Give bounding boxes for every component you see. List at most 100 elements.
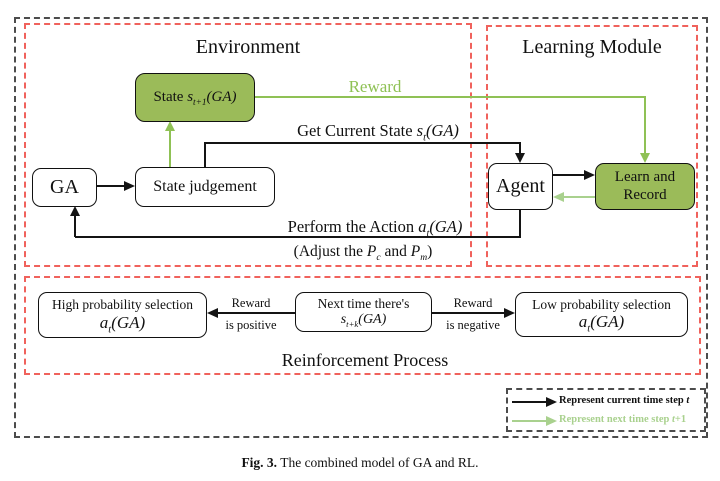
perform-post: (GA): [429, 217, 463, 236]
figure-caption: Fig. 3. The combined model of GA and RL.: [0, 455, 720, 471]
low-prob-post: (GA): [590, 312, 625, 332]
state-next-sub: t+1: [193, 97, 207, 108]
state-next-pre: State: [153, 88, 188, 105]
high-prob-sub: t: [108, 324, 112, 336]
node-low-probability: Low probability selection at(GA): [515, 292, 688, 337]
node-agent: Agent: [488, 163, 553, 210]
edge-get-state-stub: [204, 143, 206, 167]
perform-var: a: [418, 217, 427, 236]
get-state-var: s: [416, 121, 424, 140]
environment-region: [24, 23, 472, 267]
legend-next-arrow: [512, 420, 547, 422]
adjust-sub1: c: [376, 252, 381, 264]
low-probability-title: Low probability selection: [532, 296, 671, 312]
learn-record-line2: Record: [623, 186, 667, 203]
state-next-var: s: [187, 88, 194, 105]
edge-next-to-high: [218, 312, 295, 314]
perform-text: Perform the Action: [287, 217, 419, 236]
adjust-var2: P: [410, 243, 421, 260]
reinforcement-region: [24, 276, 701, 375]
edge-perform-horizontal: [75, 236, 521, 238]
ga-to-judgement-arrowhead-icon: [124, 181, 135, 191]
node-state-next: State st+1(GA): [135, 73, 255, 122]
figure-caption-label: Fig. 3.: [241, 455, 278, 470]
edge-next-to-low: [432, 312, 504, 314]
reward-arrowhead-icon: [640, 153, 650, 163]
legend-current-label: Represent current time step t: [559, 395, 689, 406]
low-prob-var: a: [578, 312, 588, 332]
legend-current-arrowhead-icon: [546, 397, 557, 407]
legend-next-arrowhead-icon: [546, 416, 557, 426]
perform-sub: t: [426, 228, 430, 240]
get-state-sub: t: [423, 132, 426, 144]
edge-get-state-horizontal: [204, 142, 521, 144]
legend-box: [506, 388, 706, 432]
state-next-label: State st+1(GA): [153, 88, 237, 108]
adjust-label: (Adjust the Pc and Pm): [223, 243, 503, 264]
high-prob-var: a: [99, 312, 109, 332]
edge-reward-horizontal: [255, 96, 646, 98]
high-probability-title: High probability selection: [52, 297, 193, 313]
low-probability-action: at(GA): [578, 312, 625, 335]
reward-negative-label-bottom: is negative: [446, 318, 500, 332]
figure-caption-text: The combined model of GA and RL.: [280, 455, 479, 470]
legend-next-label: Represent next time step t+1: [559, 414, 686, 425]
high-probability-action: at(GA): [99, 312, 146, 336]
perform-action-label: Perform the Action at(GA): [235, 217, 515, 240]
judgement-to-state-arrowhead-icon: [165, 121, 175, 131]
node-next-time: Next time there's st+k(GA): [295, 292, 432, 332]
get-state-post: (GA): [425, 121, 459, 140]
reward-negative-label-top: Reward: [453, 296, 493, 310]
next-time-post: (GA): [358, 311, 387, 327]
legend-current-text: Represent current time step: [559, 395, 687, 406]
perform-arrowhead-icon: [70, 206, 80, 216]
reward-positive-label-top: Reward: [231, 296, 271, 310]
edge-get-state-vertical: [519, 143, 521, 155]
learn-to-agent-arrowhead-icon: [553, 192, 564, 202]
adjust-post: ): [427, 243, 433, 260]
edge-perform-vertical-left: [74, 215, 76, 237]
node-high-probability: High probability selection at(GA): [38, 292, 207, 338]
outer-dashed-border: [14, 17, 708, 438]
ga-label: GA: [50, 176, 79, 198]
edge-agent-to-learn: [553, 174, 584, 176]
next-time-sub: t+k: [346, 318, 359, 329]
agent-to-learn-arrowhead-icon: [584, 170, 595, 180]
get-current-state-label: Get Current State st(GA): [238, 121, 518, 144]
next-time-var: s: [340, 311, 347, 327]
adjust-var1: P: [366, 243, 377, 260]
reinforcement-title: Reinforcement Process: [281, 350, 449, 370]
next-time-state: st+k(GA): [341, 312, 387, 328]
learn-record-line1: Learn and: [614, 169, 676, 186]
node-ga: GA: [32, 168, 97, 207]
legend-next-var: t: [671, 414, 675, 425]
adjust-mid: and: [380, 243, 411, 260]
next-time-title: Next time there's: [317, 296, 410, 312]
node-state-judgement: State judgement: [135, 167, 275, 207]
edge-judgement-to-state: [169, 130, 171, 167]
reward-positive-label-bottom: is positive: [225, 318, 277, 332]
next-to-high-arrowhead-icon: [207, 308, 218, 318]
high-prob-post: (GA): [111, 312, 146, 332]
node-learn-record: Learn and Record: [595, 163, 695, 210]
adjust-text: (Adjust the: [293, 243, 367, 260]
legend-next-text: Represent next time step: [559, 414, 672, 425]
edge-ga-to-judgement: [97, 185, 124, 187]
adjust-sub2: m: [420, 252, 428, 264]
get-state-text: Get Current State: [297, 121, 417, 140]
legend-next-suffix: +1: [674, 414, 687, 425]
low-prob-sub: t: [587, 323, 591, 335]
legend-current-var: t: [686, 395, 690, 406]
edge-learn-to-agent: [564, 196, 595, 198]
environment-title: Environment: [195, 36, 301, 58]
learning-module-title: Learning Module: [522, 36, 662, 58]
get-state-arrowhead-icon: [515, 153, 525, 163]
edge-reward-vertical: [644, 96, 646, 153]
edge-perform-vertical-right: [519, 210, 521, 237]
agent-label: Agent: [496, 175, 545, 197]
state-next-post: (GA): [206, 88, 237, 105]
next-to-low-arrowhead-icon: [504, 308, 515, 318]
state-judgement-label: State judgement: [153, 177, 257, 195]
reward-label: Reward: [348, 77, 402, 96]
